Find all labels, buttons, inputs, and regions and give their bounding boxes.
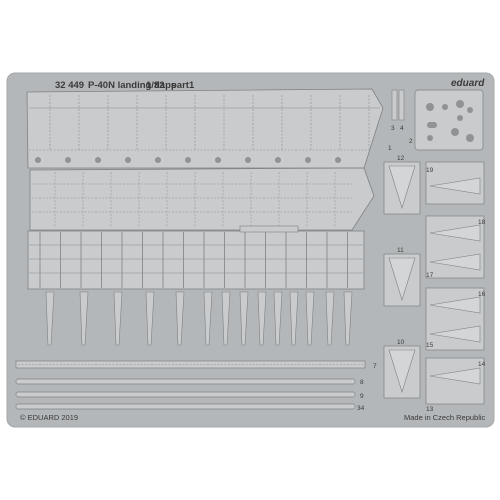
strip-34 bbox=[15, 403, 356, 410]
part-10 bbox=[383, 345, 421, 399]
lightening-hole bbox=[215, 157, 221, 163]
rib-fin bbox=[203, 291, 213, 346]
rib-fin bbox=[113, 291, 123, 346]
part-number-10: 10 bbox=[397, 339, 405, 346]
part-number-3: 3 bbox=[391, 125, 395, 132]
upper-flap-part bbox=[26, 88, 384, 169]
rib-lines bbox=[29, 232, 363, 288]
part-number-2: 2 bbox=[409, 138, 413, 145]
part-number-19: 19 bbox=[426, 167, 434, 174]
lightening-hole bbox=[65, 157, 71, 163]
rib-fin bbox=[221, 291, 231, 346]
kit-scale: 1/32 bbox=[146, 80, 165, 91]
part-number-14: 14 bbox=[478, 361, 486, 368]
part-19 bbox=[425, 161, 485, 205]
rib-fin bbox=[305, 291, 315, 346]
part-number-8: 8 bbox=[360, 379, 364, 386]
part-number-4: 4 bbox=[400, 125, 404, 132]
lightening-hole bbox=[155, 157, 161, 163]
lightening-hole bbox=[245, 157, 251, 163]
upper-flap-ribs bbox=[49, 95, 370, 150]
rib-fin bbox=[175, 291, 185, 346]
rib-fin bbox=[273, 291, 283, 346]
strip-9 bbox=[15, 391, 356, 398]
rib-fin bbox=[79, 291, 89, 346]
brand-logo: eduard bbox=[451, 78, 485, 89]
strip-7 bbox=[15, 360, 366, 369]
part-number-15: 15 bbox=[426, 342, 434, 349]
lower-flap-part bbox=[29, 167, 375, 231]
origin-text: Made in Czech Republic bbox=[404, 413, 486, 422]
kit-part: part1 bbox=[171, 80, 195, 91]
copyright-text: © EDUARD 2019 bbox=[20, 413, 78, 422]
part-number-11: 11 bbox=[397, 247, 404, 254]
rib-fin bbox=[343, 291, 353, 346]
parts-15-16 bbox=[425, 287, 485, 351]
strip-8 bbox=[15, 378, 356, 385]
lower-flap-rivet-grid bbox=[32, 172, 352, 228]
part-number-13: 13 bbox=[426, 406, 434, 413]
part-number-17: 17 bbox=[426, 272, 434, 279]
lightening-hole bbox=[305, 157, 311, 163]
lightening-hole bbox=[35, 157, 41, 163]
part-number-9: 9 bbox=[360, 393, 364, 400]
lightening-hole bbox=[275, 157, 281, 163]
lightening-hole bbox=[185, 157, 191, 163]
kit-title: P-40N landing flaps bbox=[88, 80, 176, 91]
rib-fin bbox=[325, 291, 335, 346]
part-number-12: 12 bbox=[397, 155, 405, 162]
flap-ribs-band bbox=[27, 225, 365, 290]
kit-code: 32 449 bbox=[55, 80, 84, 91]
rib-fin bbox=[257, 291, 267, 346]
upper-flap-holes bbox=[35, 157, 341, 163]
lightening-hole bbox=[125, 157, 131, 163]
part-number-34: 34 bbox=[357, 405, 365, 412]
rib-fins-row bbox=[45, 291, 353, 346]
rib-fin bbox=[239, 291, 249, 346]
part-number-18: 18 bbox=[478, 219, 486, 226]
part-2-plate bbox=[414, 89, 484, 151]
lightening-hole bbox=[335, 157, 341, 163]
part-11 bbox=[383, 253, 421, 307]
part-number-7: 7 bbox=[373, 363, 377, 370]
parts-13-14 bbox=[425, 357, 485, 405]
parts-3-4 bbox=[391, 89, 405, 121]
rib-fin bbox=[145, 291, 155, 346]
part-number-16: 16 bbox=[478, 291, 486, 298]
rib-fin bbox=[45, 291, 55, 346]
rib-fin bbox=[289, 291, 299, 346]
part-12 bbox=[383, 161, 421, 215]
lightening-hole bbox=[95, 157, 101, 163]
parts-17-18 bbox=[425, 215, 485, 279]
part-number-1: 1 bbox=[388, 145, 392, 152]
